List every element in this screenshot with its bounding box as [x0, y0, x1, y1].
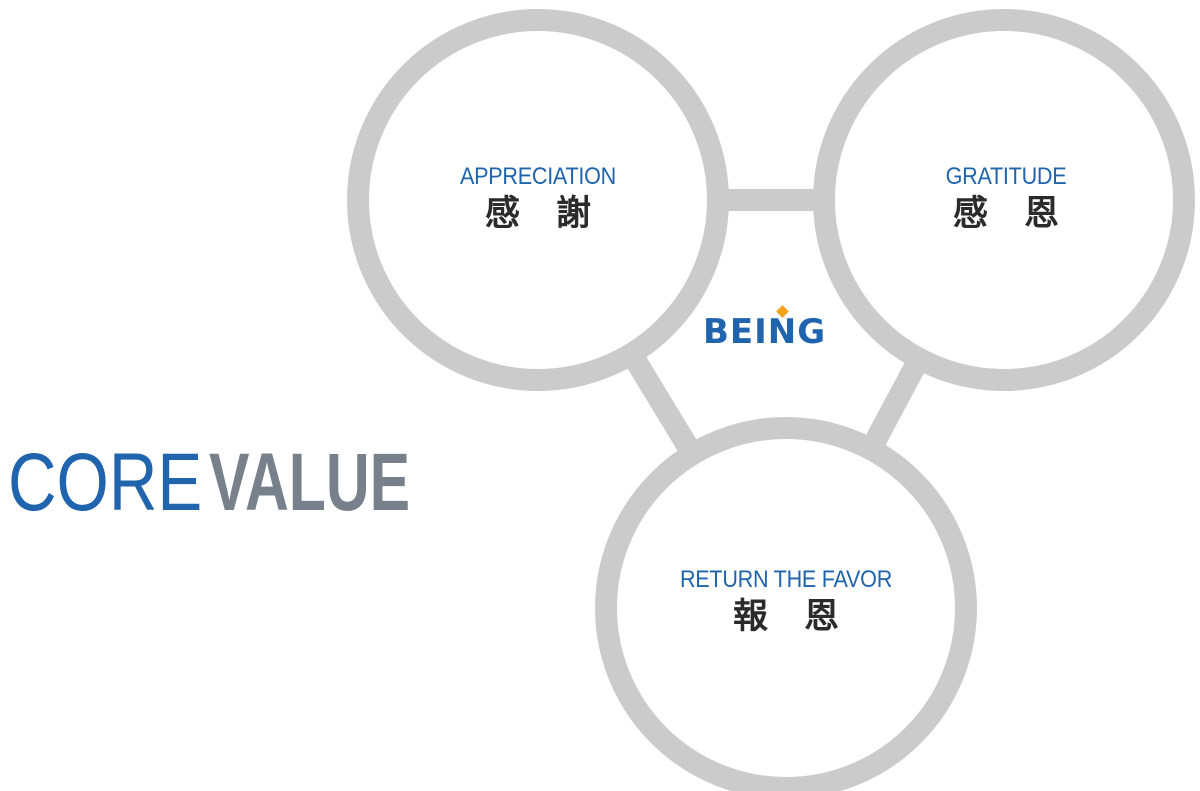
node-gratitude-char-1: 感	[952, 194, 988, 234]
node-gratitude-chinese: 感恩	[881, 197, 1131, 232]
page-title: CORE VALUE	[8, 433, 481, 533]
title-core: CORE	[8, 437, 203, 528]
node-return-the-favor: RETURN THE FAVOR 報恩	[641, 568, 931, 635]
ring-return-the-favor	[595, 417, 977, 791]
node-appreciation-english: APPRECIATION	[459, 163, 616, 190]
node-appreciation-char-1: 感	[484, 194, 520, 234]
node-return-the-favor-english: RETURN THE FAVOR	[679, 566, 893, 593]
being-logo: BEING	[703, 305, 843, 355]
title-value: VALUE	[209, 437, 411, 528]
node-appreciation: APPRECIATION 感謝	[403, 165, 673, 232]
being-logo-text: BEING	[703, 312, 827, 352]
node-gratitude-char-2: 恩	[1024, 194, 1060, 234]
node-appreciation-char-2: 謝	[556, 194, 592, 234]
ring-gratitude	[813, 9, 1195, 391]
node-return-the-favor-char-1: 報	[732, 597, 768, 637]
node-return-the-favor-char-2: 恩	[804, 597, 840, 637]
node-appreciation-chinese: 感謝	[403, 197, 673, 232]
node-gratitude: GRATITUDE 感恩	[881, 165, 1131, 232]
ring-appreciation	[347, 9, 729, 391]
node-gratitude-english: GRATITUDE	[945, 163, 1067, 190]
node-return-the-favor-chinese: 報恩	[641, 600, 931, 635]
